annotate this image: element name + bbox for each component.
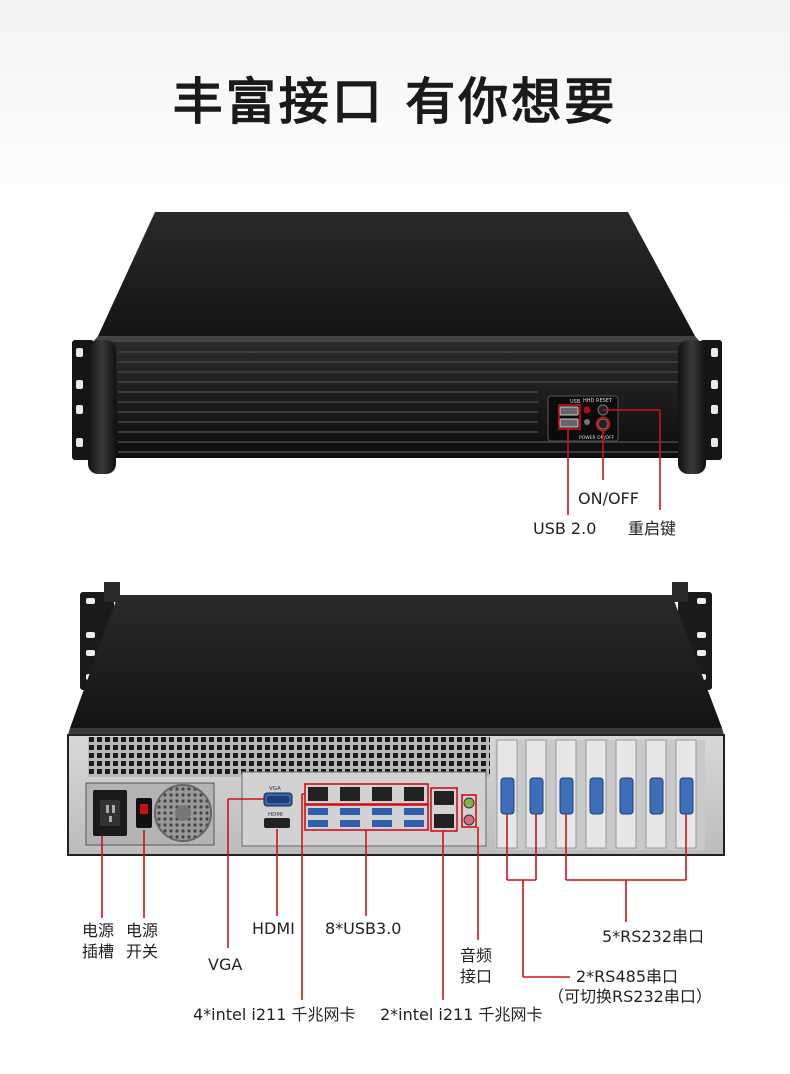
callout-usb2: USB 2.0 [533, 519, 597, 538]
callout-onoff: ON/OFF [578, 489, 639, 508]
power-supply [85, 782, 215, 846]
rear-chassis: VGA HDMI [67, 582, 725, 1000]
front-usb-port-1 [559, 406, 579, 416]
usb3-port [340, 820, 360, 827]
power-led [584, 419, 590, 425]
rs232-port [619, 777, 634, 815]
rs232-port [649, 777, 664, 815]
callout-rs485-note: （可切换RS232串口） [548, 987, 712, 1006]
lan-port [308, 787, 328, 801]
mic-in-jack [463, 814, 475, 826]
callout-vga: VGA [208, 955, 243, 974]
panel-hdd-label: HHD [583, 398, 595, 404]
lan-port [340, 787, 360, 801]
usb3-port [308, 820, 328, 827]
front-lid [98, 212, 695, 336]
lan-port [404, 787, 424, 801]
front-chassis: USB HHD RESET POWER ON/OFF [72, 212, 722, 515]
rear-lid [70, 595, 722, 728]
hdmi-port [264, 818, 290, 828]
front-usb-port-2 [559, 418, 579, 428]
rear-callout-lines [101, 783, 687, 1000]
rs232-port [589, 777, 604, 815]
callout-usb3: 8*USB3.0 [325, 919, 402, 938]
rs232-port [559, 777, 574, 815]
callout-power-socket: 电源 插槽 [82, 921, 115, 961]
callout-lan2: 2*intel i211 千兆网卡 [380, 1005, 543, 1024]
front-left-rack-ear [72, 340, 116, 474]
audio-out-jack [463, 797, 475, 809]
io-vga-label: VGA [269, 786, 281, 792]
callout-reset: 重启键 [628, 519, 677, 538]
front-right-rack-ear [678, 340, 722, 474]
usb3-port [372, 808, 392, 815]
io-shield: VGA HDMI [241, 771, 487, 847]
callout-rs232: 5*RS232串口 [602, 927, 704, 946]
usb3-port [308, 808, 328, 815]
front-ribs [118, 351, 678, 453]
panel-reset-label: RESET [596, 398, 613, 404]
hdd-led [583, 406, 591, 414]
page-title: 丰富接口 有你想要 [172, 73, 618, 131]
lan-port [372, 787, 392, 801]
lan-port [434, 814, 454, 828]
usb3-port [404, 820, 424, 827]
callout-hdmi: HDMI [252, 919, 295, 938]
front-callout-lines [558, 404, 661, 515]
power-button-hw [597, 418, 609, 430]
callout-lan4: 4*intel i211 千兆网卡 [193, 1005, 356, 1024]
serial-ports [500, 777, 694, 815]
rs485-port [529, 777, 544, 815]
rs485-port [500, 777, 515, 815]
usb3-port [340, 808, 360, 815]
callout-rs485: 2*RS485串口 [576, 967, 678, 986]
panel-power-label: POWER ON/OFF [579, 435, 615, 441]
callout-audio: 音频 接口 [460, 946, 493, 986]
rear-vents [88, 737, 490, 777]
rs232-port [679, 777, 694, 815]
io-hdmi-label: HDMI [268, 812, 283, 818]
lan-port [434, 791, 454, 805]
usb3-port [404, 808, 424, 815]
usb3-port [372, 820, 392, 827]
callout-power-switch: 电源 开关 [126, 921, 159, 961]
panel-usb-label: USB [570, 399, 581, 405]
